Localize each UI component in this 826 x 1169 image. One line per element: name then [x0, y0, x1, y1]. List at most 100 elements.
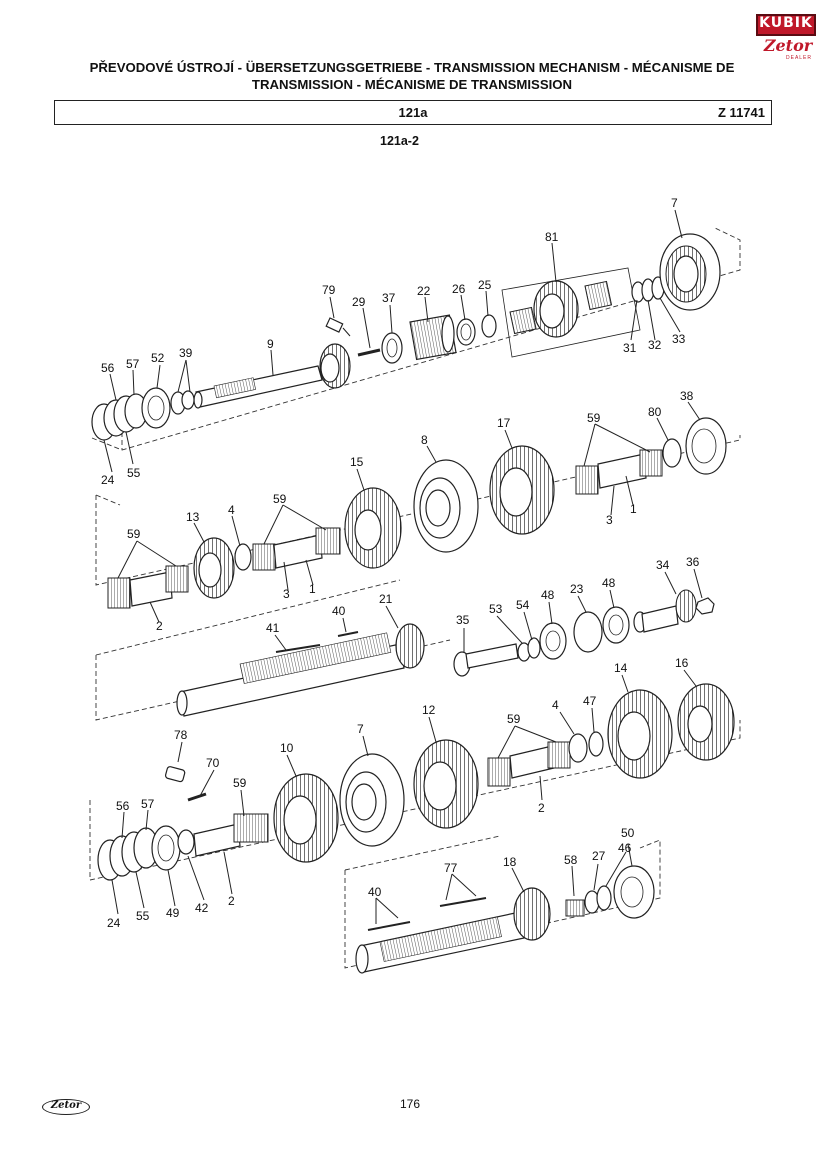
label-3-right: 3 [606, 513, 613, 527]
diagram-subtitle: 121a-2 [380, 134, 419, 148]
label-56-top: 56 [101, 361, 115, 375]
label-27: 27 [592, 849, 606, 863]
left-assembly-row-1 [91, 387, 195, 441]
label-40-r3: 40 [332, 604, 346, 618]
label-59-r2-left: 59 [127, 527, 141, 541]
ring-46 [596, 885, 612, 911]
bearing-59-i [547, 741, 571, 769]
label-1-left: 1 [309, 582, 316, 596]
label-59-r2-right: 59 [587, 411, 601, 425]
label-57-top: 57 [126, 357, 140, 371]
label-70: 70 [206, 756, 220, 770]
label-24-bottom: 24 [107, 916, 121, 930]
title-line-1: PŘEVODOVÉ ÚSTROJÍ - ÜBERSETZUNGSGETRIEBE… [89, 60, 735, 75]
label-24-top: 24 [101, 473, 115, 487]
label-36: 36 [686, 555, 700, 569]
label-1-right: 1 [630, 502, 637, 516]
label-9: 9 [267, 337, 274, 351]
ring-80 [662, 438, 682, 468]
dealer-tagline: DEALER [786, 55, 813, 61]
key-40-b [367, 921, 411, 931]
bolt-79 [325, 317, 351, 337]
drawing-code: Z 11741 [718, 105, 765, 120]
gear-16 [677, 683, 735, 761]
label-48-b: 48 [602, 576, 616, 590]
ring-23 [573, 611, 603, 653]
zetor-footer-logo: Zetor [42, 1099, 90, 1115]
label-2-r4-left: 2 [228, 894, 235, 908]
label-17: 17 [497, 416, 511, 430]
gear-13 [193, 537, 235, 599]
footer-logo-text: Zetor [50, 1100, 82, 1111]
part-81-box [501, 267, 641, 358]
label-52: 52 [151, 351, 165, 365]
footer-logo-oval [42, 1099, 90, 1115]
needle-bearing-22 [409, 314, 457, 361]
label-23: 23 [570, 582, 584, 596]
part-labels: 7 81 79 29 37 22 26 25 31 32 33 9 56 57 … [101, 196, 700, 930]
label-54: 54 [516, 598, 530, 612]
title-line-2: TRANSMISSION - MÉCANISME DE TRANSMISSION [251, 77, 573, 92]
label-15: 15 [350, 455, 364, 469]
zetor-brand: Zetor [763, 36, 813, 55]
pin-29 [357, 348, 381, 357]
shaft-34 [633, 589, 697, 633]
page-title: PŘEVODOVÉ ÚSTROJÍ - ÜBERSETZUNGSGETRIEBE… [60, 59, 764, 93]
label-33: 33 [672, 332, 686, 346]
label-31: 31 [623, 341, 637, 355]
label-39: 39 [179, 346, 193, 360]
row-1-parts [91, 233, 721, 441]
bolt-78 [164, 766, 186, 783]
label-7-bottom: 7 [357, 722, 364, 736]
shaft-35 [453, 643, 519, 677]
sleeve-1-b [597, 453, 647, 489]
key-41 [275, 644, 321, 653]
row-3-parts [176, 589, 715, 717]
ring-37 [381, 332, 403, 364]
label-16: 16 [675, 656, 689, 670]
row-2-parts [107, 417, 727, 609]
label-59-r4-left: 59 [233, 776, 247, 790]
frame-group-5-top [344, 835, 501, 871]
label-46: 46 [618, 841, 632, 855]
ring-26 [456, 318, 476, 346]
ring-47 [588, 731, 604, 757]
label-35: 35 [456, 613, 470, 627]
bearing-48-b [602, 606, 630, 644]
frame-group-1 [91, 227, 741, 451]
label-21: 21 [379, 592, 393, 606]
bearing-38 [685, 417, 727, 475]
sleeve-2 [129, 571, 173, 607]
bearing-48-a [539, 622, 567, 660]
label-37: 37 [382, 291, 396, 305]
shaft-18 [355, 887, 551, 974]
sleeve-1 [273, 534, 323, 569]
label-53: 53 [489, 602, 503, 616]
label-25: 25 [478, 278, 492, 292]
frame-group-5 [344, 839, 661, 969]
bearing-59-h [487, 757, 511, 787]
bearing-48-a-inner [545, 630, 561, 652]
label-80: 80 [648, 405, 662, 419]
label-48-a: 48 [541, 588, 555, 602]
label-13: 13 [186, 510, 200, 524]
section-number: 121a [398, 105, 428, 120]
label-8: 8 [421, 433, 428, 447]
ring-4-b [568, 733, 588, 763]
kubik-zetor-logo: KUBIK Zetor DEALER [756, 14, 816, 62]
label-38: 38 [680, 389, 694, 403]
bearing-59-d [315, 527, 341, 555]
circlip-25 [481, 314, 497, 338]
bearing-59-g [233, 813, 269, 843]
kubik-brand: KUBIK [759, 15, 813, 31]
bearing-58 [565, 899, 585, 917]
sleeve-2-c [509, 745, 555, 779]
label-4-bottom: 4 [552, 698, 559, 712]
label-29: 29 [352, 295, 366, 309]
label-32: 32 [648, 338, 662, 352]
label-4-top: 4 [228, 503, 235, 517]
label-58: 58 [564, 853, 578, 867]
coupling-7-top [659, 233, 721, 311]
label-50: 50 [621, 826, 635, 840]
gear-17 [489, 445, 555, 535]
